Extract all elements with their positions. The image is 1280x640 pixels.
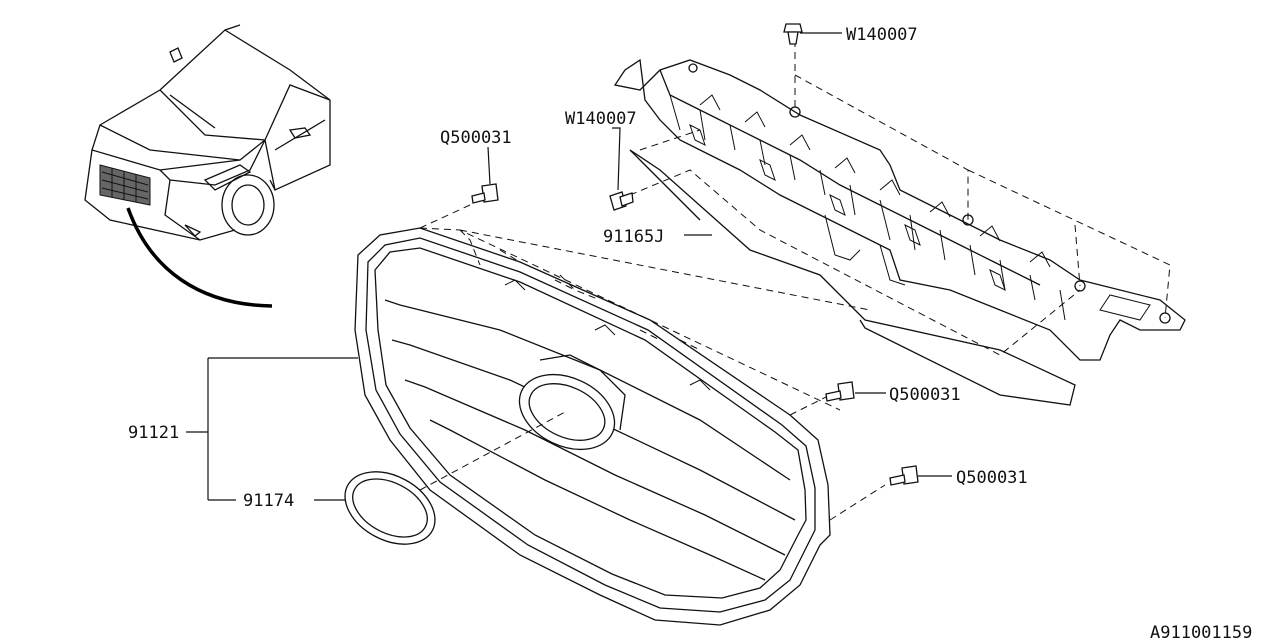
- grille-emblem: [344, 471, 436, 545]
- callout-q500031-mid: Q500031: [889, 385, 961, 405]
- screw-q500031-mid: [825, 381, 855, 402]
- vehicle-grille-highlight: [99, 164, 151, 206]
- callout-w140007-top: W140007: [846, 25, 918, 45]
- callout-91121: 91121: [128, 423, 179, 443]
- location-leader-curve: [126, 207, 273, 308]
- callout-w140007-left: W140007: [565, 109, 637, 129]
- drawing-id: A911001159: [1150, 623, 1252, 640]
- callout-91165j: 91165J: [603, 227, 664, 247]
- clip-w140007-left: [609, 191, 634, 211]
- callout-leaders: [186, 32, 952, 501]
- front-grille-assembly: [354, 227, 831, 626]
- callout-q500031-top: Q500031: [440, 128, 512, 148]
- assembly-guide-lines: [419, 40, 1171, 521]
- vehicle-locator-illustration: [84, 24, 331, 308]
- screw-q500031-top: [471, 183, 499, 204]
- screw-q500031-low: [889, 465, 919, 486]
- callout-q500031-low: Q500031: [956, 468, 1028, 488]
- callout-91174: 91174: [243, 491, 294, 511]
- clip-w140007-top: [783, 23, 803, 45]
- radiator-panel-cover: [613, 58, 1186, 406]
